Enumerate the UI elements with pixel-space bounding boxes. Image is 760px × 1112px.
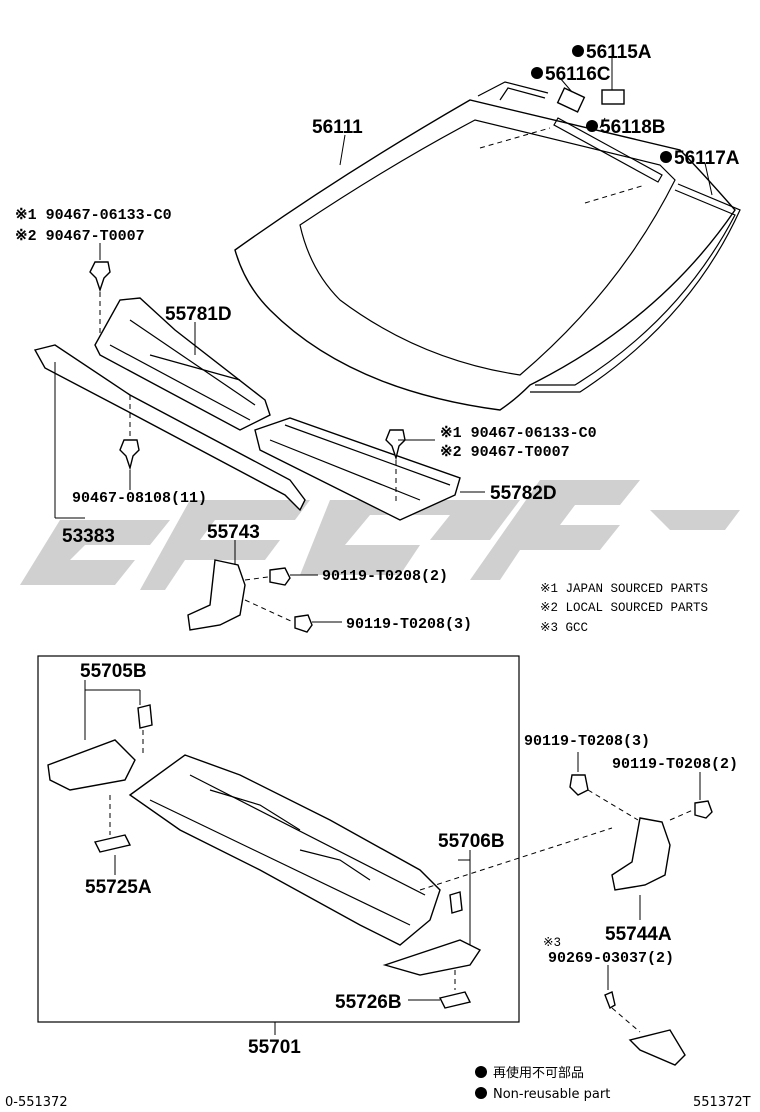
non-reusable-marker [660, 151, 672, 163]
label-56115A: 56115A [586, 42, 652, 63]
label-55705B: 55705B [80, 661, 147, 682]
label-clip-top-1: ※1 90467-06133-C0 [15, 207, 172, 224]
dam-strip [553, 117, 663, 183]
part-55726B [438, 970, 472, 1009]
cowl-top-panel [128, 754, 613, 946]
label-56111: 56111 [312, 117, 363, 138]
cowl-weatherstrip [33, 344, 306, 512]
note-2: ※2 LOCAL SOURCED PARTS [540, 601, 708, 615]
note-3: ※3 GCC [540, 621, 588, 635]
leader-lines [54, 117, 713, 1035]
note-1: ※1 JAPAN SOURCED PARTS [540, 582, 708, 596]
cowl-panel-left [94, 297, 271, 431]
label-55706B: 55706B [438, 831, 505, 852]
label-55725A: 55725A [85, 877, 152, 898]
non-reusable-marker [531, 67, 543, 79]
label-55701: 55701 [248, 1037, 301, 1058]
watermark-logo [20, 480, 740, 590]
legend-dot [475, 1066, 487, 1078]
label-56118B: 56118B [600, 117, 666, 138]
windshield-moulding [477, 81, 741, 393]
label-note3-mark: ※3 [543, 936, 561, 950]
bracket-55705B [47, 704, 153, 791]
legend-jp: 再使用不可部品 [493, 1065, 584, 1081]
bracket-55706B [382, 891, 482, 976]
label-clip-top-2: ※2 90467-T0007 [15, 228, 145, 245]
label-bolt-right-2: 90119-T0208(2) [612, 756, 738, 773]
footer-right: 551372T [693, 1095, 751, 1110]
label-clip-mid-2: ※2 90467-T0007 [440, 444, 570, 461]
label-bolt-left-2: 90119-T0208(2) [322, 568, 448, 585]
label-53383: 53383 [62, 526, 115, 547]
label-bolt-right-3: 90119-T0208(3) [524, 733, 650, 750]
label-55744A: 55744A [605, 924, 672, 945]
label-56117A: 56117A [674, 148, 740, 169]
label-55726B: 55726B [335, 992, 402, 1013]
clip-top [89, 261, 111, 345]
label-bolt-left-3: 90119-T0208(3) [346, 616, 472, 633]
footer-left: 0-551372 [5, 1095, 68, 1110]
label-55743: 55743 [207, 522, 260, 543]
bracket-right [569, 774, 713, 891]
retainer-clips [556, 58, 625, 113]
label-55781D: 55781D [165, 304, 232, 325]
non-reusable-marker [572, 45, 584, 57]
label-90467-08108: 90467-08108(11) [72, 490, 207, 507]
label-90269-03037: 90269-03037(2) [548, 950, 674, 967]
label-clip-mid-1: ※1 90467-06133-C0 [440, 425, 597, 442]
windshield-glass [234, 99, 736, 411]
assembly-box [37, 655, 520, 1023]
bracket-left [187, 559, 313, 633]
clip-mid [119, 395, 406, 505]
cowl-panel-right [254, 417, 461, 521]
legend-dot [475, 1087, 487, 1099]
legend-en: Non-reusable part [493, 1087, 610, 1102]
non-reusable-marker [586, 120, 598, 132]
part-55725A [93, 795, 132, 853]
label-56116C: 56116C [545, 64, 611, 85]
label-55782D: 55782D [490, 483, 557, 504]
gcc-part [604, 991, 686, 1066]
